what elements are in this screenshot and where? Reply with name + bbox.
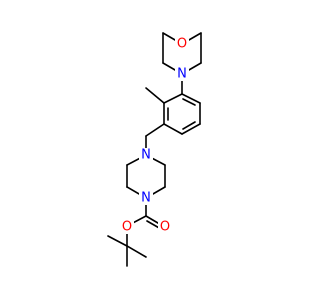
bond [182,121,196,130]
structure-canvas: O N N N O O [107,32,202,267]
atom-label-o: O [177,37,187,52]
atom-morpholine-oxygen: O [175,37,189,52]
atom-morpholine-nitrogen: N [175,67,189,82]
atom-carbonyl-oxygen: O [158,220,172,235]
atom-labels: O N N N O O [120,37,189,235]
atom-ester-oxygen: O [120,220,134,235]
bond [181,123,201,135]
bond [182,98,196,106]
bond [107,235,128,247]
bond [163,93,183,104]
bond [145,87,165,104]
atom-piperazine-nitrogen-top: N [139,148,153,163]
bond [181,93,201,104]
atom-label-o: O [160,220,170,235]
atom-label-o: O [122,220,132,235]
atom-label-n: N [177,67,187,82]
bond [145,123,165,137]
bond [126,245,147,258]
atom-piperazine-nitrogen-bottom: N [139,191,153,206]
bond [163,123,183,135]
atom-label-n: N [141,191,151,206]
atom-label-n: N [141,148,151,163]
